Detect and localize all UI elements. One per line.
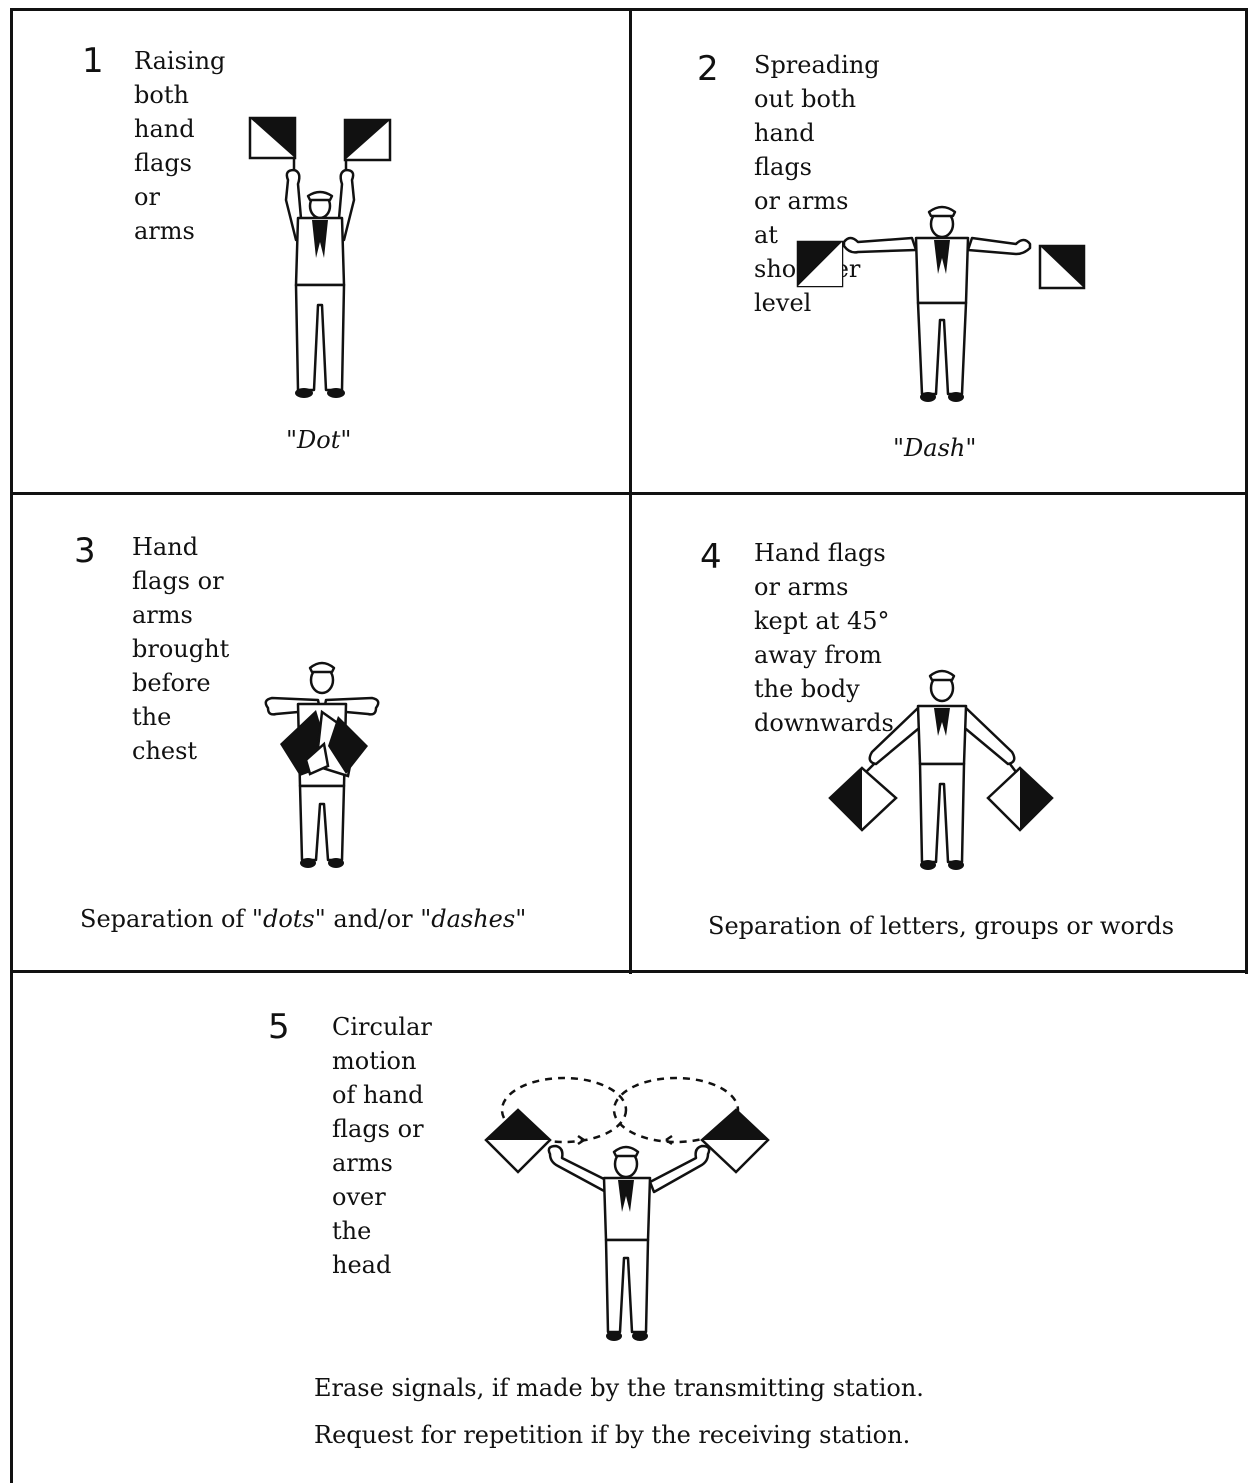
- panel-2-number: 2: [697, 52, 719, 86]
- panel-3-caption-part-4: "dashes": [420, 905, 526, 933]
- panel-5-description: Circular motion of hand flags or arms ov…: [332, 1010, 432, 1282]
- panel-3-caption-part-1: Separation of: [80, 905, 252, 933]
- divider-vertical: [629, 8, 632, 974]
- sailor-chest-figure-icon: [258, 656, 388, 876]
- panel-3-caption: Separation of "dots" and/or "dashes": [80, 905, 526, 933]
- panel-1-caption: "Dot": [286, 426, 351, 454]
- sailor-45-figure-icon: [826, 664, 1056, 878]
- panel-1-description: Raising both hand flags or arms: [134, 44, 225, 248]
- divider-row-2: [10, 970, 1248, 973]
- sailor-dash-figure-icon: [792, 198, 1092, 408]
- panel-4-number: 4: [700, 540, 722, 574]
- divider-row-1: [10, 492, 1248, 495]
- panel-3-caption-part-3: and/or: [326, 905, 420, 933]
- panel-3-caption-part-2: "dots": [252, 905, 326, 933]
- panel-2-caption: "Dash": [893, 434, 976, 462]
- panel-3-number: 3: [74, 534, 96, 568]
- sailor-dot-figure-icon: [240, 110, 400, 400]
- panel-5-caption-line-2: Request for repetition if by the receivi…: [314, 1421, 910, 1449]
- sailor-circular-figure-icon: [480, 1070, 780, 1350]
- panel-5-number: 5: [268, 1010, 290, 1044]
- panel-1-number: 1: [82, 44, 104, 78]
- panel-3-description: Hand flags or arms brought before the ch…: [132, 530, 229, 768]
- panel-5-caption-line-1: Erase signals, if made by the transmitti…: [314, 1374, 924, 1402]
- panel-4-caption: Separation of letters, groups or words: [708, 912, 1174, 940]
